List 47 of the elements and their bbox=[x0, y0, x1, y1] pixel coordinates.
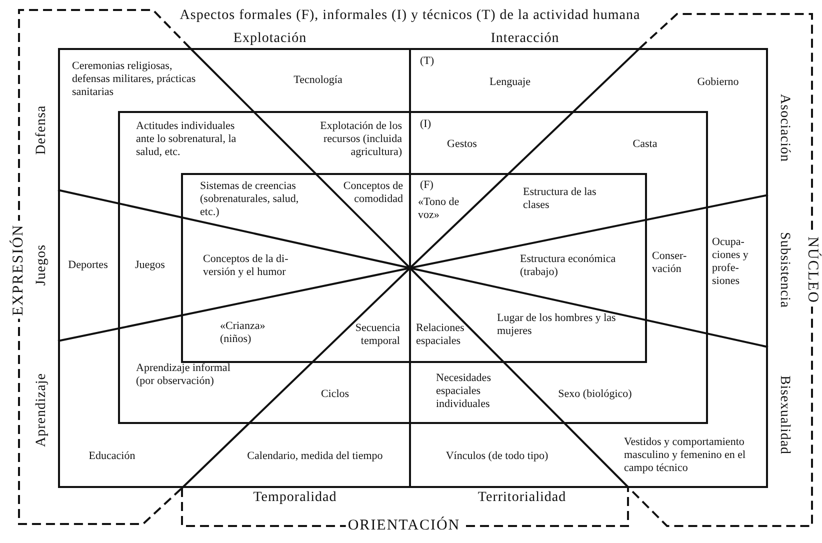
category-text: Secuencia temporal bbox=[354, 322, 400, 348]
category-text: Vínculos (de todo tipo) bbox=[444, 450, 550, 463]
category-text: (F) bbox=[420, 179, 434, 192]
side-label: Territorialidad bbox=[478, 490, 566, 506]
category-text: Ciclos bbox=[320, 388, 350, 401]
category-text: «Tono de voz» bbox=[418, 196, 460, 222]
category-text: Sexo (biológico) bbox=[557, 388, 633, 401]
side-label: Subsistencia bbox=[776, 232, 792, 308]
category-text: Conceptos de comodidad bbox=[342, 180, 403, 206]
category-text: Gobierno bbox=[696, 76, 740, 89]
side-label: Defensa bbox=[34, 105, 50, 155]
category-text: Estructura económica (trabajo) bbox=[520, 253, 617, 279]
category-text: Calendario, medida del tiempo bbox=[246, 450, 384, 463]
category-text: Sistemas de creencias (sobrenaturales, salud, etc.) bbox=[200, 180, 300, 219]
heading-text: Explotación bbox=[233, 31, 307, 47]
side-label: Aprendizaje bbox=[34, 373, 50, 447]
side-label: Juegos bbox=[34, 244, 50, 286]
category-text: Deportes bbox=[67, 259, 109, 272]
title: Aspectos formales (F), informales (I) y técnicos (T) de la actividad humana bbox=[180, 8, 640, 24]
category-text: Vestidos y comportamiento masculino y femenino en el campo técnico bbox=[624, 436, 747, 475]
frame-box bbox=[118, 111, 708, 424]
category-text: (I) bbox=[420, 118, 432, 131]
category-text: Conser- vación bbox=[652, 250, 688, 276]
category-text: Lugar de los hombres y las mujeres bbox=[497, 312, 617, 338]
category-text: Necesidades espaciales individuales bbox=[436, 372, 492, 411]
category-text: Tecnología bbox=[292, 74, 344, 87]
side-label: Temporalidad bbox=[253, 490, 337, 506]
category-text: Ceremonias religiosas, defensas militares, prácticas sanitarias bbox=[72, 60, 197, 99]
category-text: Relaciones espaciales bbox=[416, 322, 466, 348]
frame-box bbox=[181, 173, 647, 363]
category-text: (T) bbox=[420, 55, 436, 68]
category-text: Actitudes individuales ante lo sobrenatural, la salud, etc. bbox=[136, 120, 238, 159]
category-text: Juegos bbox=[134, 259, 166, 272]
side-label: Asociación bbox=[776, 94, 792, 162]
category-text: Aprendizaje informal (por observación) bbox=[136, 362, 232, 388]
category-text: Estructura de las clases bbox=[523, 186, 598, 212]
category-text: Educación bbox=[88, 450, 136, 463]
category-text: «Crianza» (niños) bbox=[220, 320, 266, 346]
category-text: Gestos bbox=[446, 138, 478, 151]
category-text: Lenguaje bbox=[488, 76, 532, 89]
category-text: Casta bbox=[632, 138, 658, 151]
side-label: Bisexualidad bbox=[776, 375, 792, 455]
frame-box bbox=[58, 48, 768, 488]
heading-text: Interacción bbox=[490, 31, 560, 47]
category-text: Explotación de los recursos (incluida agricultura) bbox=[319, 120, 402, 159]
category-text: Ocupa- ciones y profe- siones bbox=[712, 236, 750, 288]
category-text: Conceptos de la di- versión y el humor bbox=[203, 253, 290, 279]
